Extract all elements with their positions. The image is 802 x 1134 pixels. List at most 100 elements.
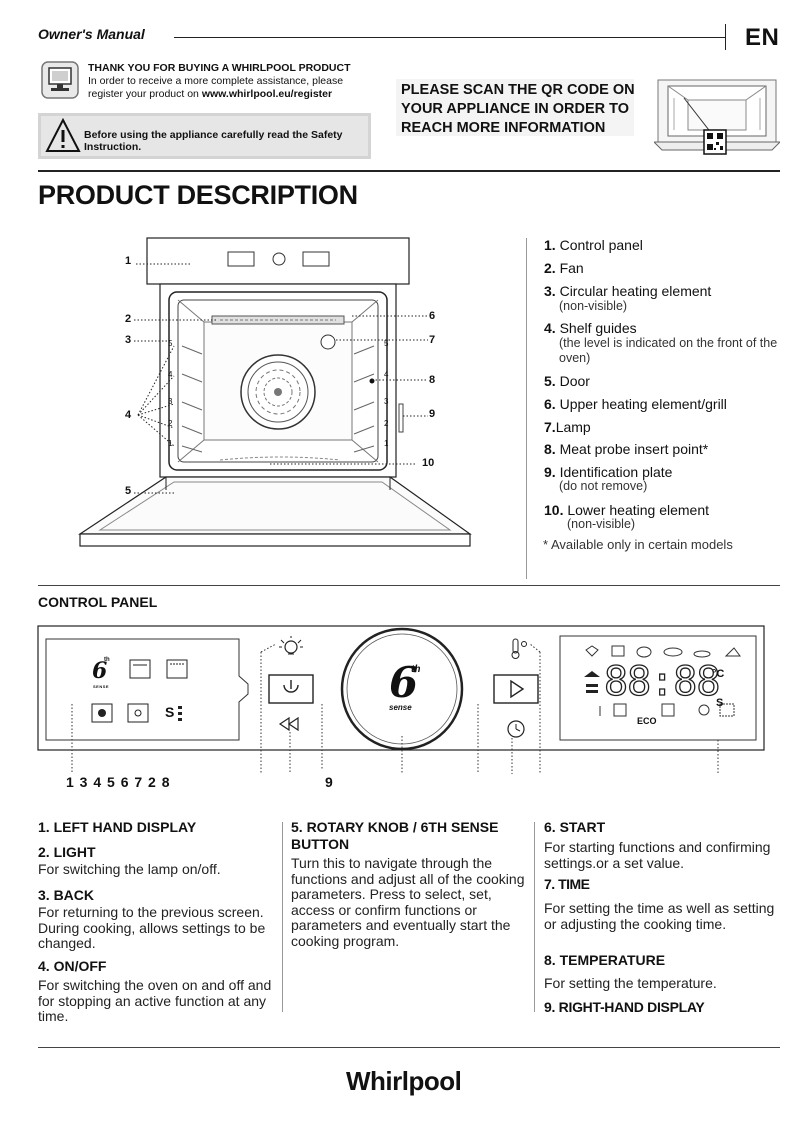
- list-item-4: 4. Shelf guides: [544, 320, 637, 337]
- item-number: 9.: [544, 464, 556, 480]
- desc-temperature-head: 8. TEMPERATURE: [544, 952, 666, 968]
- safety-notice-text: Before using the appliance carefully rea…: [84, 129, 343, 153]
- callout-4: 4: [125, 409, 132, 421]
- list-item-7: 7.Lamp: [544, 419, 591, 436]
- oven-qr-illustration: [654, 79, 780, 155]
- desc-start-head: 6. START: [544, 819, 606, 835]
- shelf-level-right-1: 1: [384, 439, 389, 448]
- section-rule: [38, 585, 780, 586]
- item-number: 7.: [544, 419, 556, 435]
- desc-back-text: For returning to the previous screen. Du…: [38, 904, 266, 951]
- list-item-4-note: (the level is indicated on the front of …: [559, 336, 778, 365]
- desc-light-head: 2. LIGHT: [38, 844, 96, 860]
- left-display-logo-word: SENSE: [93, 684, 110, 689]
- column-divider: [534, 822, 535, 1012]
- shelf-level-left-1: 1: [168, 439, 173, 448]
- desc-temperature-text: For setting the temperature.: [544, 975, 717, 991]
- callout-3: 3: [125, 334, 132, 346]
- left-display-logo-number: 6: [92, 658, 108, 684]
- callout-7: 7: [429, 334, 436, 346]
- header-tick: [725, 24, 726, 50]
- safety-notice-box: [38, 113, 371, 159]
- column-divider: [282, 822, 283, 1012]
- control-panel-callouts-left: 1 3 4 5 6 7 2 8: [66, 774, 171, 790]
- language-code: EN: [745, 24, 780, 51]
- callout-6: 6: [429, 310, 436, 322]
- knob-logo-word: sense: [389, 703, 412, 712]
- shelf-level-right-4: 4: [384, 370, 389, 379]
- callout-2: 2: [125, 313, 132, 325]
- shelf-level-left-4: 4: [168, 370, 173, 379]
- availability-footnote: * Available only in certain models: [543, 537, 733, 552]
- desc-knob-text: Turn this to navigate through the functi…: [291, 855, 525, 949]
- shelf-level-right-2: 2: [384, 419, 389, 428]
- left-display-logo-sup: th: [104, 657, 110, 663]
- registration-prefix: register your product on: [88, 88, 202, 100]
- callout-1: 1: [125, 255, 132, 267]
- desc-light-text: For switching the lamp on/off.: [38, 861, 221, 877]
- list-item-9-note: (do not remove): [559, 479, 648, 493]
- knob-logo-sup: th: [411, 664, 421, 675]
- header-rule: [174, 37, 726, 38]
- celsius-label: °C: [712, 668, 725, 680]
- list-item-8: 8. Meat probe insert point*: [544, 441, 708, 458]
- desc-start-text: For starting functions and confirming se…: [544, 839, 771, 871]
- item-label: Shelf guides: [559, 320, 637, 336]
- qr-notice-box: [396, 79, 634, 136]
- shelf-level-right-3: 3: [384, 397, 389, 406]
- desc-time-text: For setting the time as well as setting …: [544, 900, 775, 932]
- list-item-9: 9. Identification plate: [544, 464, 672, 481]
- section-rule: [38, 170, 780, 172]
- item-number: 10.: [544, 502, 564, 518]
- list-item-2: 2. Fan: [544, 260, 584, 277]
- brand-logo: Whirlpool: [346, 1066, 462, 1096]
- column-divider: [526, 238, 527, 579]
- desc-back-head: 3. BACK: [38, 887, 95, 903]
- desc-knob-head: 5. ROTARY KNOB / 6TH SENSE BUTTON: [291, 819, 499, 852]
- callout-10: 10: [422, 457, 435, 469]
- desc-time-head: 7. TIME: [544, 876, 590, 892]
- item-number: 5.: [544, 373, 556, 389]
- right-display-s-label: S: [716, 697, 724, 709]
- shelf-level-right-5: 5: [384, 339, 389, 348]
- item-label: Identification plate: [559, 464, 673, 480]
- control-panel-diagram: [37, 625, 765, 774]
- warning-icon: [45, 118, 81, 152]
- item-label: Control panel: [559, 237, 643, 253]
- shelf-level-left-3: 3: [168, 397, 173, 406]
- desc-right-display-head: 9. RIGHT-HAND DISPLAY: [544, 999, 705, 1015]
- eco-label: ECO: [637, 716, 657, 726]
- callout-5: 5: [125, 485, 132, 497]
- callout-9: 9: [429, 408, 436, 420]
- control-panel-callout-9: 9: [325, 774, 333, 790]
- control-panel-title: CONTROL PANEL: [38, 594, 158, 610]
- list-item-6: 6. Upper heating element/grill: [544, 396, 727, 413]
- shelf-level-left-5: 5: [168, 339, 173, 348]
- knob-logo-number[interactable]: 6: [389, 658, 419, 707]
- item-label: Fan: [559, 260, 584, 276]
- item-number: 1.: [544, 237, 556, 253]
- item-label: Circular heating element: [559, 283, 712, 299]
- registration-url[interactable]: www.whirlpool.eu/register: [201, 88, 333, 100]
- registration-line1: In order to receive a more complete assi…: [88, 75, 344, 87]
- shelf-level-left-2: 2: [168, 419, 173, 428]
- list-item-3-note: (non-visible): [559, 299, 628, 313]
- list-item-1: 1. Control panel: [544, 237, 643, 254]
- qr-notice-text: PLEASE SCAN THE QR CODE ON YOUR APPLIANC…: [401, 82, 635, 136]
- registration-title: THANK YOU FOR BUYING A WHIRLPOOL PRODUCT: [88, 62, 351, 74]
- list-item-3: 3. Circular heating element: [544, 283, 711, 300]
- left-display-s-label: S: [165, 704, 175, 720]
- registration-line2: register your product on www.whirlpool.e…: [88, 88, 378, 101]
- footer-rule: [38, 1047, 780, 1048]
- desc-onoff-head: 4. ON/OFF: [38, 958, 107, 974]
- desc-onoff-text: For switching the oven on and off and fo…: [38, 977, 272, 1024]
- item-label: Lamp: [555, 419, 591, 435]
- item-label: Lower heating element: [567, 502, 710, 518]
- item-number: 6.: [544, 396, 556, 412]
- list-item-10-note: (non-visible): [567, 517, 636, 531]
- right-display-digits: 88:88: [603, 659, 721, 705]
- list-item-5: 5. Door: [544, 373, 590, 390]
- item-number: 8.: [544, 441, 556, 457]
- callout-8: 8: [429, 374, 436, 386]
- item-label: Door: [559, 373, 590, 389]
